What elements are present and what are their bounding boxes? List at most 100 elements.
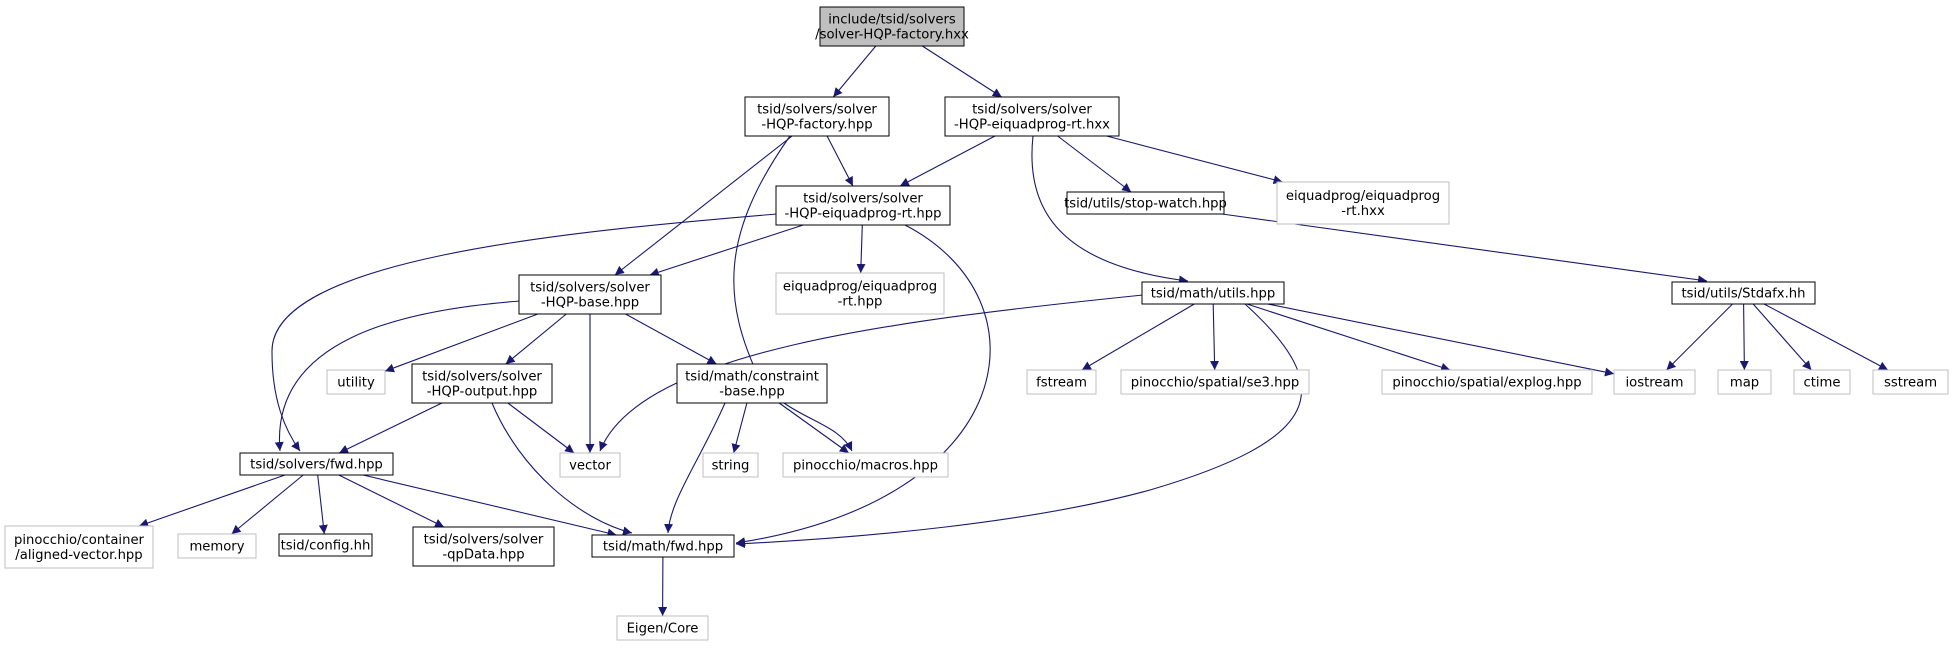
node-label-line: ctime bbox=[1803, 376, 1840, 391]
edge-group bbox=[625, 313, 717, 365]
node-box bbox=[518, 274, 662, 315]
node-eiquadprog-rt-hxx[interactable]: tsid/solvers/solver-HQP-eiquadprog-rt.hx… bbox=[944, 96, 1120, 137]
edge-group bbox=[384, 313, 539, 373]
node-box bbox=[177, 533, 257, 559]
edge-group bbox=[832, 45, 877, 98]
node-box bbox=[944, 96, 1120, 137]
node-utility: utility bbox=[326, 369, 386, 395]
node-label-line: eiquadprog/eiquadprog bbox=[1286, 189, 1440, 204]
edge-group bbox=[1763, 303, 1889, 371]
node-label-line: -rt.hpp bbox=[838, 295, 883, 310]
edge-group bbox=[735, 224, 991, 547]
node-explog: pinocchio/spatial/explog.hpp bbox=[1381, 369, 1593, 395]
node-config[interactable]: tsid/config.hh bbox=[278, 533, 373, 557]
node-constraint-base[interactable]: tsid/math/constraint-base.hpp bbox=[676, 363, 828, 404]
node-math-utils[interactable]: tsid/math/utils.hpp bbox=[1141, 281, 1285, 305]
node-label-line: tsid/solvers/solver bbox=[422, 370, 542, 385]
node-ctime: ctime bbox=[1793, 369, 1851, 395]
edge-math_utils-to-fstream bbox=[1081, 303, 1195, 371]
edge-eiquadprog_rt_hpp-to-solvers_fwd bbox=[271, 213, 778, 452]
node-base-hpp[interactable]: tsid/solvers/solver-HQP-base.hpp bbox=[518, 274, 662, 315]
edge-group bbox=[731, 402, 748, 454]
node-box bbox=[676, 363, 828, 404]
node-solvers-fwd[interactable]: tsid/solvers/fwd.hpp bbox=[239, 452, 394, 476]
edge-eiquadprog_rt_hpp-to-base_hpp bbox=[649, 224, 804, 277]
node-box bbox=[775, 272, 945, 315]
node-qpdata[interactable]: tsid/solvers/solver-qpData.hpp bbox=[412, 526, 555, 567]
node-box bbox=[4, 525, 154, 569]
edge-group bbox=[1031, 135, 1189, 285]
node-label-line: tsid/solvers/fwd.hpp bbox=[250, 458, 383, 473]
node-sstream: sstream bbox=[1872, 369, 1949, 395]
edge-eiquadprog_rt_hxx-to-math_utils bbox=[1031, 135, 1189, 285]
edge-group bbox=[1057, 135, 1132, 193]
node-label-line: pinocchio/spatial/explog.hpp bbox=[1392, 376, 1581, 391]
node-label-line: sstream bbox=[1884, 376, 1937, 391]
node-box bbox=[1141, 281, 1285, 305]
edge-group bbox=[1106, 135, 1283, 185]
edge-group bbox=[138, 474, 286, 528]
edge-group bbox=[491, 402, 633, 536]
edge-solvers_fwd-to-aligned_vector bbox=[138, 474, 286, 528]
node-box bbox=[744, 96, 890, 137]
node-math-fwd[interactable]: tsid/math/fwd.hpp bbox=[591, 534, 735, 558]
edge-root-to-factory_hpp bbox=[832, 45, 877, 98]
edge-eiquadprog_rt_hpp-to-eq_rt_hpp bbox=[856, 224, 866, 274]
edge-group bbox=[922, 45, 1002, 98]
edge-group bbox=[1221, 213, 1708, 285]
edge-group bbox=[231, 474, 304, 535]
node-label-line: -rt.hxx bbox=[1341, 204, 1385, 219]
edge-constraint_base-to-macros bbox=[778, 402, 850, 454]
edge-group bbox=[274, 300, 521, 452]
node-box bbox=[782, 452, 949, 478]
node-eiquadprog-rt-hpp[interactable]: tsid/solvers/solver-HQP-eiquadprog-rt.hp… bbox=[775, 185, 951, 226]
node-label-line: string bbox=[712, 459, 750, 474]
node-label-line: iostream bbox=[1626, 376, 1684, 391]
edge-factory_hpp-to-eiquadprog_rt_hpp bbox=[826, 135, 854, 187]
edge-group bbox=[649, 224, 804, 277]
node-label-line: tsid/solvers/solver bbox=[757, 103, 877, 118]
edge-root-to-eiquadprog_rt_hxx bbox=[922, 45, 1002, 98]
node-vector: vector bbox=[559, 452, 621, 478]
node-label-line: tsid/config.hh bbox=[281, 539, 371, 554]
edge-group bbox=[1739, 303, 1749, 371]
node-label-line: tsid/math/utils.hpp bbox=[1151, 287, 1275, 302]
node-label-line: utility bbox=[337, 376, 375, 391]
node-label-line: eiquadprog/eiquadprog bbox=[783, 280, 937, 295]
node-string: string bbox=[702, 452, 759, 478]
node-stop-watch[interactable]: tsid/utils/stop-watch.hpp bbox=[1064, 191, 1227, 215]
edge-output_hpp-to-math_fwd bbox=[491, 402, 633, 536]
node-memory: memory bbox=[177, 533, 257, 559]
node-stdafx[interactable]: tsid/utils/Stdafx.hh bbox=[1671, 281, 1816, 305]
node-label-line: tsid/math/constraint bbox=[685, 370, 819, 385]
node-label-line: /aligned-vector.hpp bbox=[15, 548, 142, 563]
node-box bbox=[278, 533, 373, 557]
edge-solvers_fwd-to-memory bbox=[231, 474, 304, 535]
node-box bbox=[775, 185, 951, 226]
edge-group bbox=[614, 135, 793, 276]
edge-math_utils-to-explog bbox=[1246, 303, 1451, 372]
node-box bbox=[1066, 191, 1225, 215]
node-se3: pinocchio/spatial/se3.hpp bbox=[1120, 369, 1310, 395]
node-box bbox=[1613, 369, 1696, 395]
node-factory-hpp[interactable]: tsid/solvers/solver-HQP-factory.hpp bbox=[744, 96, 890, 137]
edge-group bbox=[1752, 303, 1812, 371]
edge-stop_watch-to-stdafx bbox=[1221, 213, 1708, 285]
edge-factory_hpp-to-macros bbox=[733, 135, 853, 452]
edge-group bbox=[599, 294, 1144, 452]
node-label-line: tsid/solvers/solver bbox=[424, 533, 544, 548]
node-label-line: Eigen/Core bbox=[627, 622, 699, 637]
edge-group bbox=[733, 135, 853, 452]
node-eq-rt-hpp: eiquadprog/eiquadprog-rt.hpp bbox=[775, 272, 945, 315]
edge-group bbox=[507, 402, 575, 454]
node-output-hpp[interactable]: tsid/solvers/solver-HQP-output.hpp bbox=[411, 363, 553, 404]
node-root: include/tsid/solvers/solver-HQP-factory.… bbox=[815, 6, 969, 47]
edge-eiquadprog_rt_hxx-to-stop_watch bbox=[1057, 135, 1132, 193]
node-map: map bbox=[1717, 369, 1772, 395]
node-box bbox=[616, 615, 709, 641]
edge-group bbox=[899, 135, 996, 187]
node-label-line: include/tsid/solvers bbox=[828, 13, 956, 28]
edge-constraint_base-to-math_fwd bbox=[664, 402, 726, 534]
node-box bbox=[1120, 369, 1310, 395]
